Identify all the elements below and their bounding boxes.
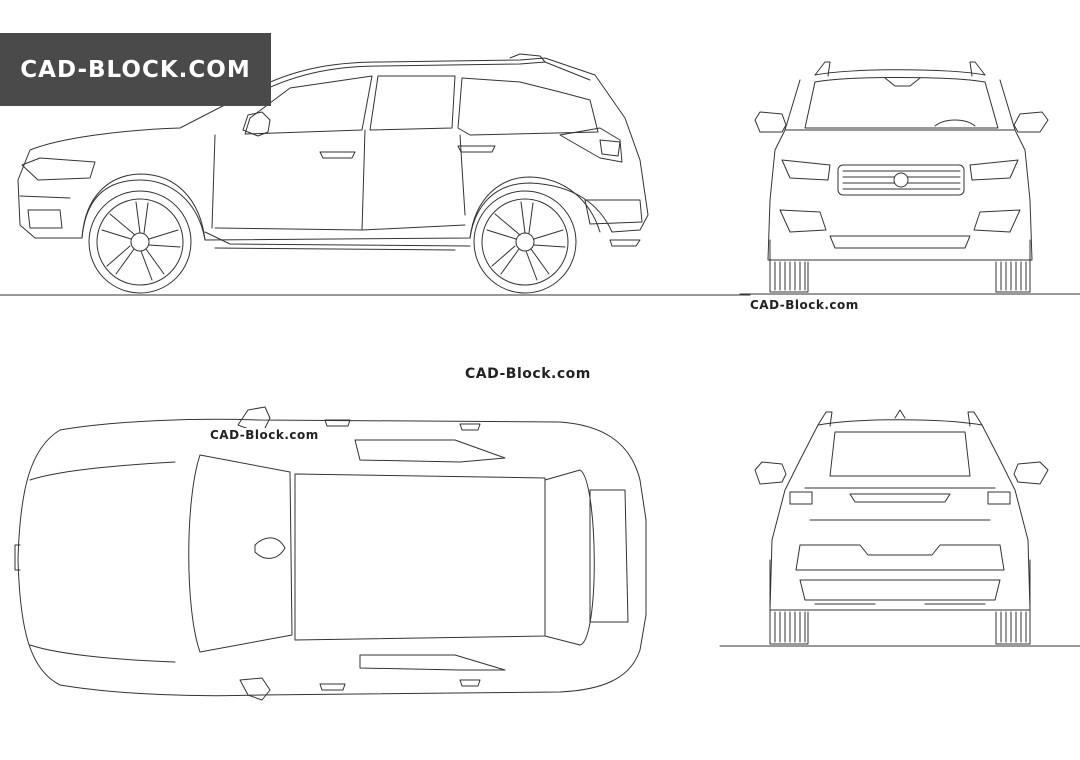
front-tire-left xyxy=(770,240,808,292)
front-view xyxy=(740,62,1080,294)
rear-tire-left xyxy=(770,560,808,644)
side-rear-wheel xyxy=(474,191,576,293)
side-window-middle xyxy=(370,76,455,130)
rear-mirror-right xyxy=(1014,462,1048,484)
rear-window xyxy=(830,432,970,476)
top-view xyxy=(15,407,646,700)
rear-view xyxy=(720,410,1080,646)
top-body-outline xyxy=(18,419,646,695)
rear-body-outline xyxy=(770,425,1030,610)
rear-tire-right xyxy=(996,560,1030,644)
top-roof xyxy=(295,474,545,640)
rear-mirror-left xyxy=(755,462,786,484)
front-mirror-right xyxy=(1014,112,1048,132)
front-grille xyxy=(838,165,964,195)
watermark-top-view: CAD-Block.com xyxy=(209,428,320,442)
front-mirror-left xyxy=(755,112,786,132)
side-mirror xyxy=(243,112,270,136)
top-mirror-bottom xyxy=(240,678,270,700)
brand-banner: CAD-BLOCK.COM xyxy=(0,33,271,106)
front-tire-right xyxy=(996,240,1030,292)
side-window-rear xyxy=(458,78,598,135)
top-rear-window xyxy=(545,470,594,645)
front-body-outline xyxy=(768,80,1032,260)
side-roof-rail xyxy=(260,62,590,92)
front-roof xyxy=(815,70,985,75)
top-windshield xyxy=(189,455,292,652)
side-front-wheel xyxy=(89,191,191,293)
watermark-front-view: CAD-Block.com xyxy=(750,298,859,312)
front-windshield xyxy=(805,78,998,129)
brand-banner-text: CAD-BLOCK.COM xyxy=(20,56,251,83)
front-logo xyxy=(894,173,908,187)
watermark-center: CAD-Block.com xyxy=(465,366,591,382)
